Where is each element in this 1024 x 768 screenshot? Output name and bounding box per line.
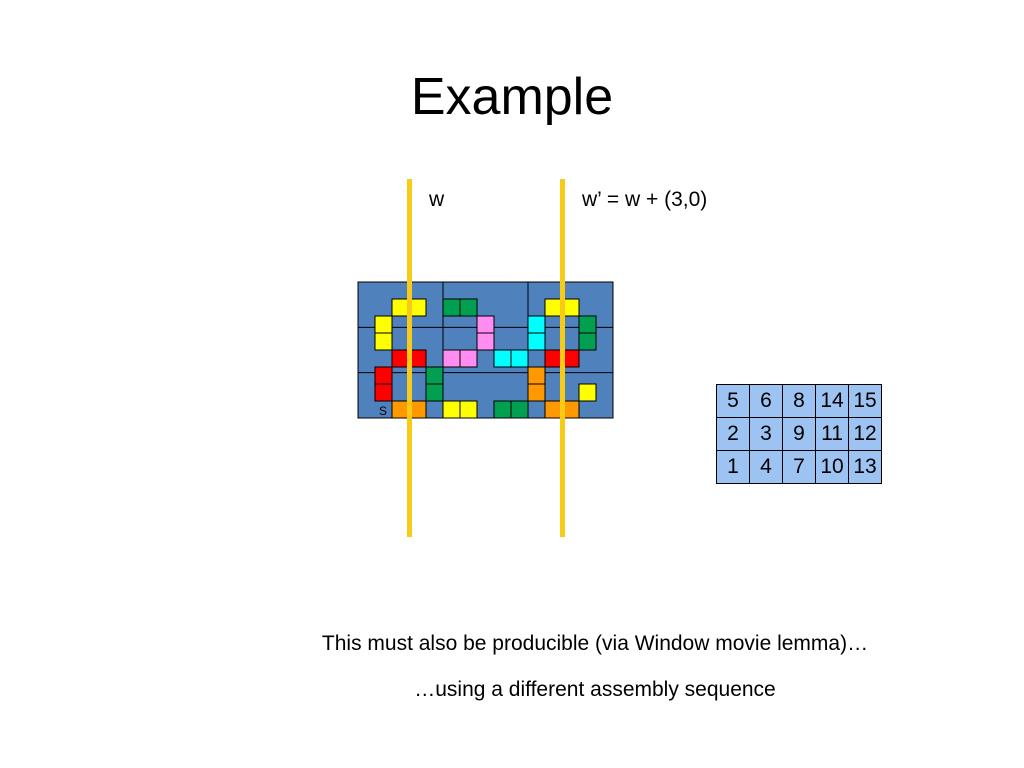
tile-pink xyxy=(476,315,495,334)
order-cell: 3 xyxy=(749,417,783,451)
order-cell: 15 xyxy=(848,384,882,418)
order-cell: 10 xyxy=(815,450,849,484)
tile-yellow xyxy=(442,400,461,419)
tile-green xyxy=(442,298,461,317)
order-cell: 7 xyxy=(782,450,816,484)
tile-yellow xyxy=(391,298,410,317)
order-cell: 6 xyxy=(749,384,783,418)
seed-label: S xyxy=(379,404,387,418)
tile-green xyxy=(493,400,512,419)
tile-orange xyxy=(527,366,546,385)
tile-cyan xyxy=(510,349,529,368)
order-cell: 5 xyxy=(716,384,750,418)
assembly-board xyxy=(357,281,614,419)
tile-cyan xyxy=(527,315,546,334)
tile-green xyxy=(578,332,597,351)
order-cell: 8 xyxy=(782,384,816,418)
window-label-w: w xyxy=(429,188,445,211)
tile-pink xyxy=(459,349,478,368)
caption-line-1: This must also be producible (via Window… xyxy=(321,632,869,655)
tile-orange xyxy=(527,383,546,402)
tile-yellow xyxy=(374,315,393,334)
order-cell: 4 xyxy=(749,450,783,484)
tile-yellow xyxy=(374,332,393,351)
order-cell: 13 xyxy=(848,450,882,484)
tile-yellow xyxy=(459,400,478,419)
order-cell: 1 xyxy=(716,450,750,484)
tile-red xyxy=(374,383,393,402)
tile-cyan xyxy=(493,349,512,368)
order-cell: 9 xyxy=(782,417,816,451)
slide-title: Example xyxy=(410,68,614,126)
tile-green xyxy=(425,383,444,402)
tile-red xyxy=(391,349,410,368)
tile-cyan xyxy=(527,332,546,351)
tile-green xyxy=(510,400,529,419)
caption-line-2: …using a different assembly sequence xyxy=(414,678,776,701)
tile-green xyxy=(578,315,597,334)
tile-pink xyxy=(476,332,495,351)
tile-green xyxy=(459,298,478,317)
order-cell: 14 xyxy=(815,384,849,418)
tile-yellow xyxy=(578,383,597,402)
tile-red xyxy=(544,349,563,368)
tile-red xyxy=(374,366,393,385)
tile-orange xyxy=(544,400,563,419)
tile-orange xyxy=(391,400,410,419)
tile-pink xyxy=(442,349,461,368)
window-label-w-prime: w’ = w + (3,0) xyxy=(582,188,708,211)
order-cell: 12 xyxy=(848,417,882,451)
tile-green xyxy=(425,366,444,385)
order-cell: 2 xyxy=(716,417,750,451)
order-cell: 11 xyxy=(815,417,849,451)
tile-yellow xyxy=(544,298,563,317)
